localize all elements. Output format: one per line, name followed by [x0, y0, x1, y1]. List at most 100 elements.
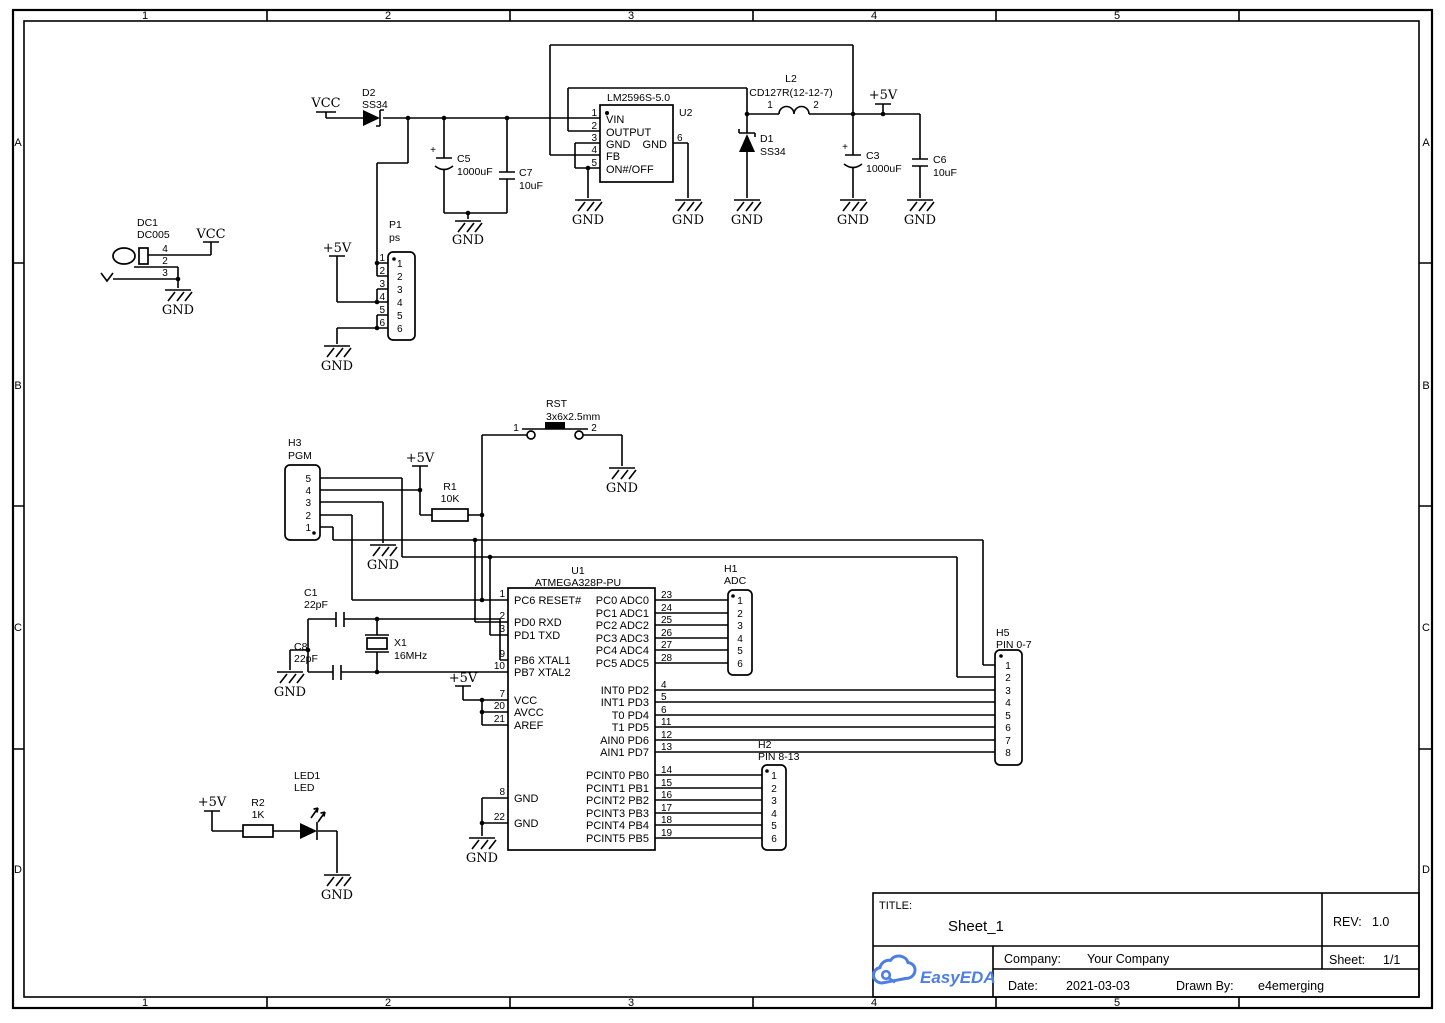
pin-number: 18: [661, 815, 673, 826]
capacitor-c6[interactable]: C6 10uF: [912, 154, 957, 179]
svg-text:GND: GND: [452, 233, 484, 248]
capacitor-c8[interactable]: C8 22pF: [294, 641, 342, 680]
pin-number: 3: [1005, 686, 1011, 697]
date-value: 2021-03-03: [1066, 979, 1130, 993]
gnd-symbol[interactable]: GND: [162, 289, 194, 318]
svg-text:GND: GND: [572, 213, 604, 228]
component-value: ADC: [724, 575, 747, 587]
gnd-symbol[interactable]: GND: [837, 199, 869, 228]
polarity-plus: +: [430, 145, 436, 156]
inductor-l2[interactable]: L2 CD127R(12-12-7) 1 2: [749, 73, 833, 115]
connector-h3[interactable]: H3 PGM 5 4 3 2 1: [284, 437, 321, 541]
gnd-symbol[interactable]: GND: [731, 199, 763, 228]
pin-number: 4: [737, 634, 743, 645]
gnd-symbol[interactable]: GND: [367, 544, 399, 573]
pin-number: 10: [494, 661, 506, 672]
capacitor-c1[interactable]: C1 22pF: [304, 587, 345, 627]
pin-number: 3: [379, 279, 385, 290]
gnd-symbol[interactable]: GND: [466, 837, 498, 866]
component-value: SS34: [760, 146, 786, 158]
pin-number: 2: [1005, 673, 1011, 684]
sheet-border: 1 2 3 4 5 1 2 3 4 5 A B C D A B C D: [11, 8, 1434, 1010]
wire[interactable]: [320, 428, 995, 678]
pin-label: VIN: [606, 114, 624, 126]
pin-number: 17: [661, 803, 673, 814]
dc-jack-dc1[interactable]: DC1 DC005 4 2 3: [100, 217, 170, 283]
polarity-plus: +: [842, 142, 848, 153]
svg-text:GND: GND: [274, 685, 306, 700]
jack-pin: [138, 247, 149, 265]
component-value: 22pF: [294, 653, 318, 665]
gnd-symbol[interactable]: GND: [452, 220, 484, 248]
led-led1[interactable]: LED1 LED: [294, 770, 326, 840]
capacitor-c3[interactable]: + C3 1000uF: [842, 142, 902, 175]
component-value: PIN 0-7: [996, 639, 1032, 651]
connector-p1[interactable]: P1 ps 1 2 3 4 5 6 1 2 3 4 5 6: [379, 219, 416, 341]
pin-number: 3: [162, 268, 168, 279]
wire[interactable]: [289, 616, 508, 675]
pin-label: PCINT0 PB0: [586, 770, 649, 782]
crystal-x1[interactable]: X1 16MHz: [365, 634, 427, 662]
svg-text:GND: GND: [466, 851, 498, 866]
diode-d2[interactable]: D2 SS34: [362, 87, 388, 127]
gnd-symbol[interactable]: GND: [274, 671, 306, 700]
pin-number: 5: [661, 692, 667, 703]
ic-u2[interactable]: LM2596S-5.0 U2 1 2 3 4 5 VIN OUTPUT GND …: [591, 92, 693, 183]
border-col-label: 5: [1114, 997, 1120, 1009]
gnd-symbol[interactable]: GND: [321, 874, 353, 903]
pin-number: 21: [494, 714, 506, 725]
net-label-5v[interactable]: +5V: [198, 795, 227, 810]
capacitor-c5[interactable]: + C5 1000uF: [430, 145, 493, 178]
net-label-5v[interactable]: +5V: [869, 88, 898, 103]
pin-label: PCINT5 PB5: [586, 833, 649, 845]
pin-number: 1: [305, 523, 311, 534]
wire[interactable]: [113, 241, 219, 288]
wire[interactable]: [316, 111, 600, 263]
connector-h5[interactable]: H5 PIN 0-7 1 2 3 4 5 6 7 8: [994, 627, 1032, 766]
pin-label: GND: [643, 139, 668, 151]
gnd-symbol[interactable]: GND: [321, 345, 353, 374]
connector-h2[interactable]: H2 PIN 8-13 1 2 3 4 5 6: [758, 739, 800, 851]
net-label-5v[interactable]: +5V: [323, 241, 352, 256]
component-value: 3x6x2.5mm: [546, 411, 601, 423]
wire[interactable]: [204, 810, 338, 873]
pin-number: 22: [494, 812, 506, 823]
pin-number: 2: [305, 511, 311, 522]
pin-number: 2: [737, 609, 743, 620]
wire[interactable]: [329, 255, 388, 344]
pin-label: PC5 ADC5: [596, 658, 649, 670]
pin-label: PB6 XTAL1: [514, 655, 571, 667]
connector-h1[interactable]: H1 ADC 1 2 3 4 5 6: [724, 563, 753, 676]
pin-number: 1: [591, 108, 597, 119]
pin-number: 2: [162, 256, 168, 267]
resistor-r2[interactable]: R2 1K: [242, 797, 274, 838]
component-value: 1000uF: [866, 163, 902, 175]
gnd-symbol[interactable]: GND: [904, 199, 936, 228]
wire[interactable]: [455, 599, 995, 839]
company-value: Your Company: [1087, 952, 1170, 966]
net-label-5v[interactable]: +5V: [449, 671, 478, 686]
svg-text:GND: GND: [162, 303, 194, 318]
component-value: ATMEGA328P-PU: [535, 577, 621, 589]
ic-u1[interactable]: U1 ATMEGA328P-PU 1 2 3 9 10 7 20 21 8 22…: [494, 565, 673, 851]
capacitor-c7[interactable]: C7 10uF: [499, 167, 543, 192]
pin-number: 4: [1005, 698, 1011, 709]
net-label-vcc[interactable]: VCC: [310, 96, 340, 111]
svg-text:GND: GND: [606, 481, 638, 496]
pushbutton-rst[interactable]: RST 3x6x2.5mm 1 2: [513, 398, 601, 440]
net-label-vcc[interactable]: VCC: [195, 227, 225, 242]
wire[interactable]: [549, 44, 921, 198]
gnd-symbol[interactable]: GND: [572, 199, 604, 228]
svg-text:GND: GND: [904, 213, 936, 228]
diode-d1[interactable]: D1 SS34: [738, 129, 786, 158]
component-value: LED: [294, 782, 315, 794]
pin-number: 8: [1005, 748, 1011, 759]
component-value: 10uF: [519, 180, 543, 192]
component-value: SS34: [362, 99, 388, 111]
resistor-r1[interactable]: R1 10K: [431, 481, 469, 522]
net-label-5v[interactable]: +5V: [406, 451, 435, 466]
gnd-symbol[interactable]: GND: [672, 199, 704, 228]
gnd-symbol[interactable]: GND: [606, 467, 638, 496]
